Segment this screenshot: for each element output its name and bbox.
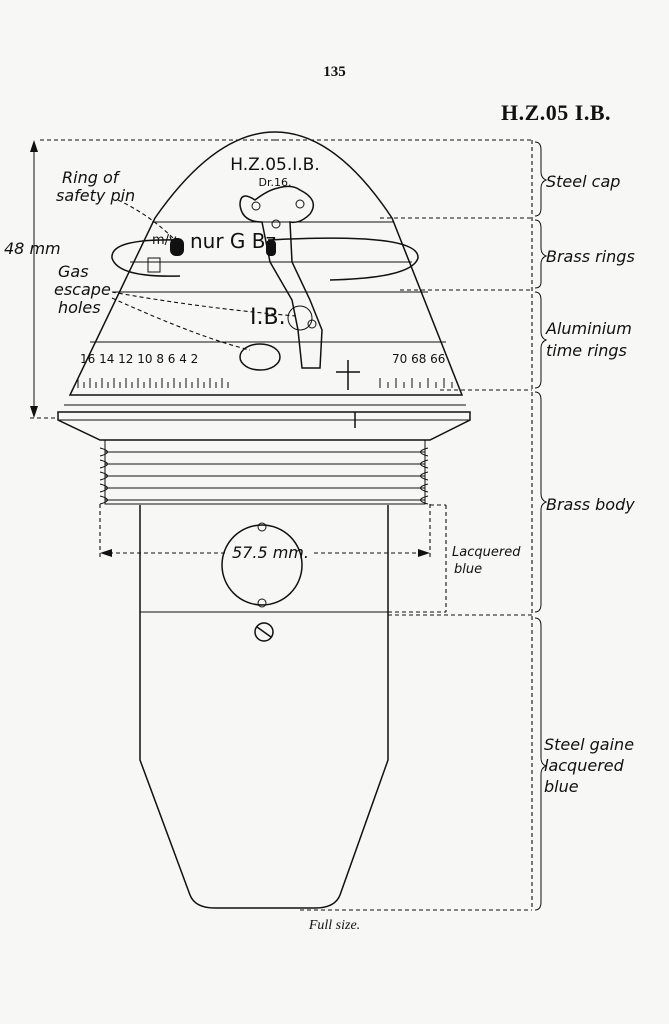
label-brass-body: Brass body	[546, 495, 635, 514]
label-lacquered-1: Lacquered	[452, 545, 521, 560]
cap-marking-sub: Dr.16.	[259, 176, 292, 189]
section-guides	[300, 140, 533, 911]
label-height: 48 mm	[4, 239, 61, 258]
fuze-head: H.Z.05.I.B. Dr.16. m/v nur G Bz I.B. 16 …	[64, 131, 466, 406]
page-title: H.Z.05 I.B.	[500, 100, 611, 125]
gas-escape-hole	[239, 343, 281, 371]
dimension-height	[30, 139, 534, 419]
label-steel-gaine-2: lacquered	[544, 756, 625, 775]
label-steel-cap: Steel cap	[546, 172, 620, 191]
label-brass-rings: Brass rings	[546, 247, 635, 266]
figure-caption: Full size.	[308, 918, 361, 933]
ring-marking-nur: nur G Bz	[190, 229, 276, 253]
label-aluminium-2: time rings	[546, 341, 627, 360]
safety-lever	[239, 185, 323, 369]
label-diameter: 57.5 mm.	[232, 543, 309, 562]
brass-body-threads	[99, 439, 429, 505]
label-ring-of-safety-pin-1: Ring of	[62, 168, 121, 187]
label-aluminium-1: Aluminium	[545, 319, 632, 338]
flange	[57, 411, 471, 441]
leader-arrows	[111, 199, 297, 351]
scale-numbers-left: 16 14 12 10 8 6 4 2	[80, 352, 198, 366]
time-scale-ticks	[77, 378, 453, 388]
cap-marking: H.Z.05.I.B.	[230, 155, 319, 175]
label-ring-of-safety-pin-2: safety pin	[56, 186, 135, 205]
label-gas-3: holes	[58, 298, 101, 317]
label-gas-1: Gas	[58, 262, 89, 281]
label-lacquered-2: blue	[454, 562, 482, 577]
label-steel-gaine-3: blue	[544, 777, 579, 796]
gas-escape-hole-upper	[287, 305, 313, 331]
steel-gaine	[139, 505, 389, 909]
screw-icon	[254, 622, 274, 642]
body-marking: I.B.	[250, 305, 286, 330]
safety-pin	[111, 237, 419, 281]
braces	[534, 141, 548, 911]
scale-numbers-right: 70 68 66	[392, 352, 445, 366]
page-number: 135	[323, 64, 346, 80]
label-gas-2: escape	[54, 280, 111, 299]
label-steel-gaine-1: Steel gaine	[544, 735, 634, 754]
dimension-diameter	[99, 504, 431, 560]
inspection-disc	[221, 524, 303, 606]
